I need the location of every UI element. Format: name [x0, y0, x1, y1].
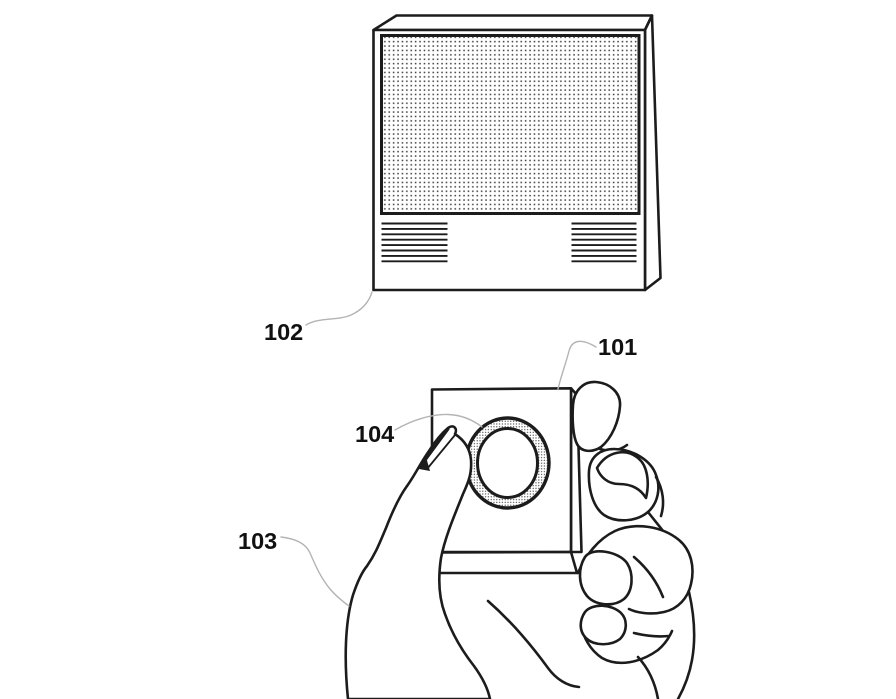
leader-line-102 — [305, 291, 373, 326]
callout-102: 102 — [264, 319, 303, 345]
callout-103: 103 — [238, 528, 277, 554]
remote-control — [430, 386, 583, 575]
pinky-nail — [579, 604, 628, 646]
finger-nail-base — [419, 457, 430, 471]
thumb-outline — [576, 524, 694, 615]
display-side-face — [643, 14, 662, 292]
thumb-nail — [578, 550, 633, 606]
speaker-grille-right — [571, 222, 637, 263]
thumb-crease — [632, 555, 665, 599]
palm-crease — [486, 599, 581, 689]
callouts: 102 101 104 103 — [238, 291, 637, 607]
speaker-grille-left — [381, 222, 448, 263]
palm-lower-crease — [636, 655, 660, 699]
hand-pressing-finger — [344, 425, 492, 699]
middle-finger-side — [654, 475, 665, 518]
pinky-crease — [632, 631, 671, 638]
leader-line-101 — [557, 340, 597, 390]
pressing-finger — [344, 425, 492, 699]
pinky-outline — [579, 622, 674, 665]
ring-button-inner — [476, 427, 539, 499]
leader-line-104 — [394, 413, 483, 431]
hand-right-edge — [676, 590, 696, 699]
finger-nail-inner — [426, 434, 456, 470]
index-fingertip — [571, 380, 622, 453]
callout-101: 101 — [598, 334, 637, 360]
callout-104: 104 — [355, 421, 394, 447]
display-device — [372, 14, 662, 292]
remote-bottom-band — [432, 550, 579, 575]
display-screen — [380, 34, 641, 215]
display-top-face — [372, 14, 654, 32]
middle-fingernail — [595, 450, 650, 500]
hand-grip-fingers — [486, 380, 696, 699]
leader-line-103 — [280, 536, 350, 607]
